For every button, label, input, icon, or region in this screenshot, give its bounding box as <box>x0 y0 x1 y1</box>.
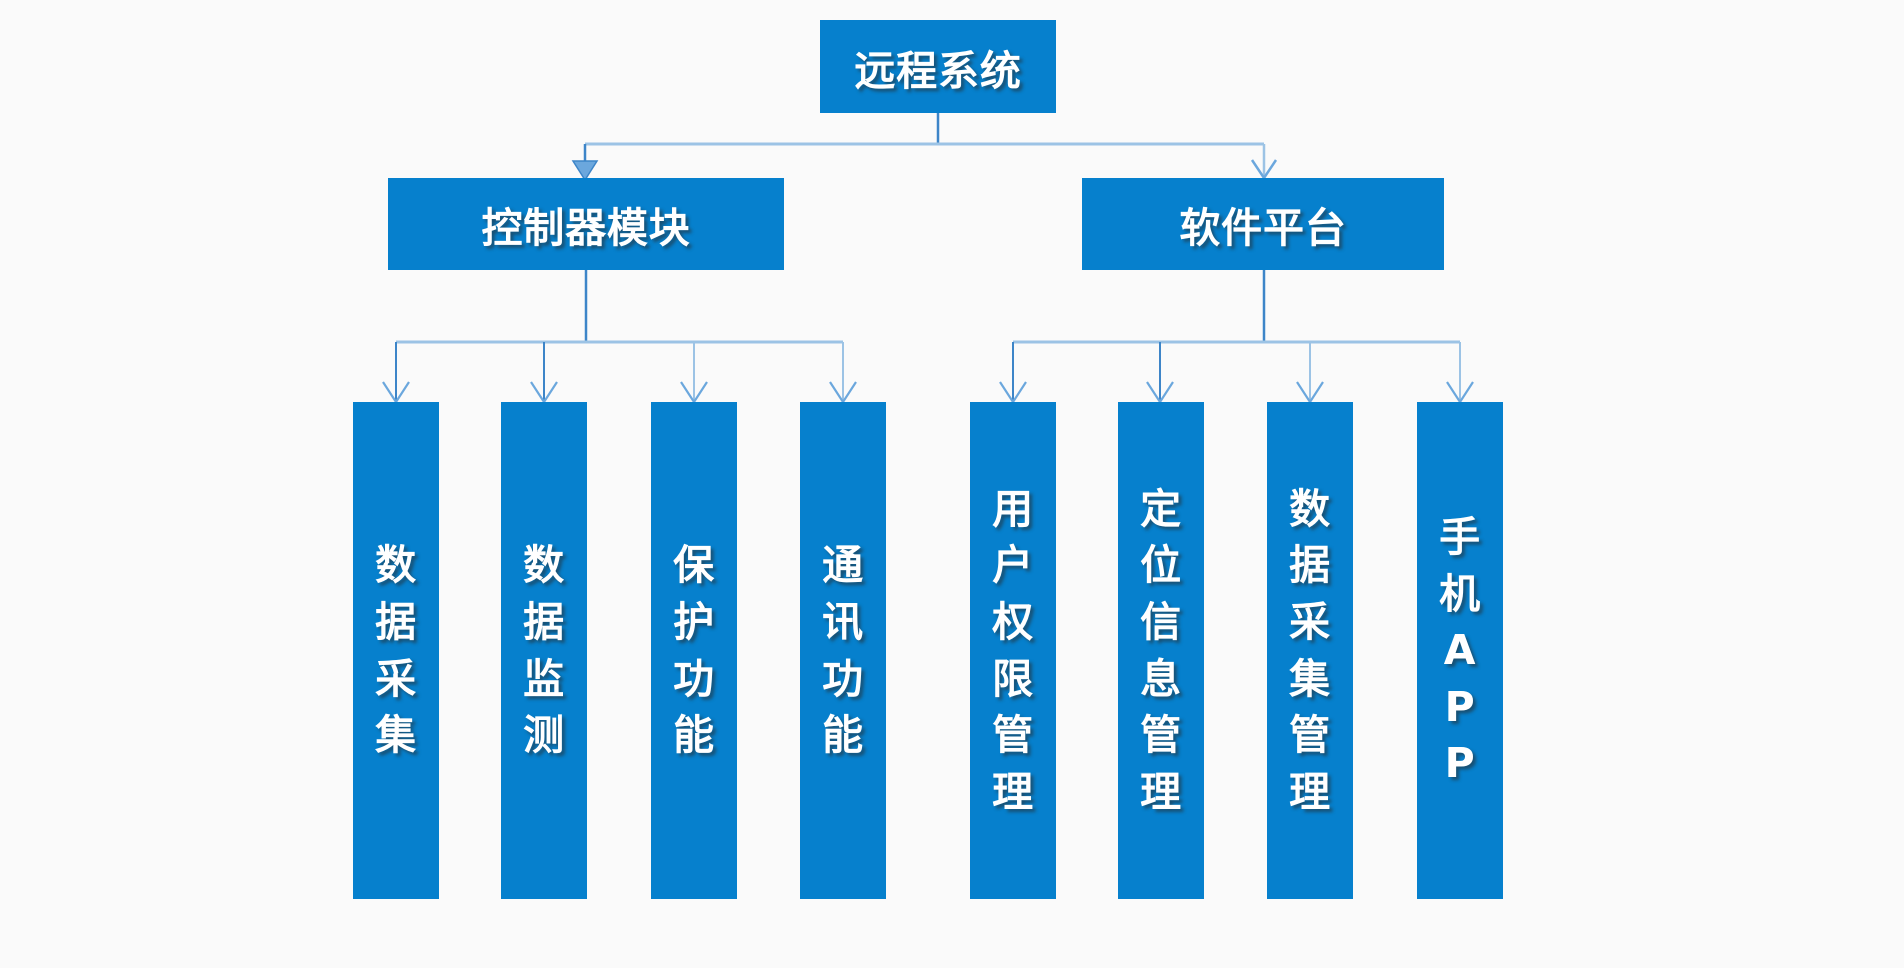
node-label-char: 信 <box>1140 597 1182 646</box>
node-label-char: 手 <box>1439 513 1481 562</box>
node-label-char: 据 <box>1289 541 1331 590</box>
node-label-char: 权 <box>992 597 1034 646</box>
node-label-char: 位 <box>1140 541 1182 590</box>
node-label-char: 保 <box>673 541 715 590</box>
node-label-char: P <box>1444 739 1476 788</box>
node-label-char: 数 <box>375 541 417 590</box>
node-label-char: A <box>1443 626 1477 675</box>
node-label-char: 功 <box>673 654 715 703</box>
node-label-char: 定 <box>1140 484 1182 533</box>
node-label-char: 户 <box>992 541 1034 590</box>
node-label-char: 限 <box>992 654 1034 703</box>
node-label-char: 监 <box>523 654 565 703</box>
node-label-char: 测 <box>523 711 565 760</box>
node-root-remote-system[interactable]: 远程系统 <box>820 20 1056 113</box>
node-leaf-communication-function[interactable]: 通讯功能 <box>800 402 886 899</box>
node-label-char: 通 <box>822 541 864 590</box>
node-label-char: 集 <box>375 711 417 760</box>
node-leaf-data-collection[interactable]: 数据采集 <box>353 402 439 899</box>
node-label-char: 管 <box>1289 711 1331 760</box>
node-leaf-data-monitoring[interactable]: 数据监测 <box>501 402 587 899</box>
node-branch-software-platform[interactable]: 软件平台 <box>1082 178 1444 270</box>
node-label-char: 功 <box>822 654 864 703</box>
node-label-char: 能 <box>673 711 715 760</box>
node-label-char: 采 <box>1289 597 1331 646</box>
node-leaf-user-permission-management[interactable]: 用户权限管理 <box>970 402 1056 899</box>
node-leaf-location-info-management[interactable]: 定位信息管理 <box>1118 402 1204 899</box>
node-label-char: 据 <box>375 597 417 646</box>
node-label-char: P <box>1444 682 1476 731</box>
node-label-char: 能 <box>822 711 864 760</box>
node-label-char: 讯 <box>822 597 864 646</box>
node-label-char: 管 <box>1140 711 1182 760</box>
node-branch-controller-module[interactable]: 控制器模块 <box>388 178 784 270</box>
node-label-char: 理 <box>992 767 1034 816</box>
node-label-char: 理 <box>1140 767 1182 816</box>
node-label-char: 数 <box>1289 484 1331 533</box>
node-label-char: 护 <box>673 597 715 646</box>
node-label-char: 管 <box>992 711 1034 760</box>
node-label-char: 理 <box>1289 767 1331 816</box>
arrowhead-controller <box>571 160 599 182</box>
node-label-char: 据 <box>523 597 565 646</box>
node-leaf-data-collection-management[interactable]: 数据采集管理 <box>1267 402 1353 899</box>
node-label-char: 集 <box>1289 654 1331 703</box>
node-label-char: 息 <box>1140 654 1182 703</box>
node-label-char: 机 <box>1439 569 1481 618</box>
node-label-char: 用 <box>992 484 1034 533</box>
node-leaf-protection-function[interactable]: 保护功能 <box>651 402 737 899</box>
node-label-char: 采 <box>375 654 417 703</box>
node-label-char: 数 <box>523 541 565 590</box>
